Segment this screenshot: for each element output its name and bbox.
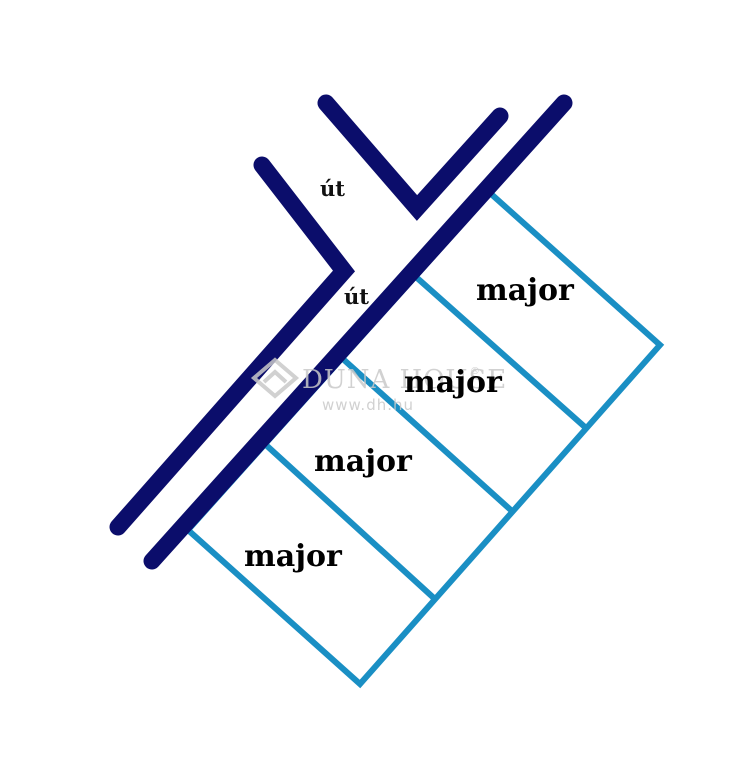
road-main-diagonal <box>143 94 573 570</box>
plot-label-3: major <box>314 444 413 479</box>
diamond-house-logo-icon <box>250 357 300 399</box>
plot-label-4: major <box>244 539 343 574</box>
watermark-brand: DUNA HOUSE <box>302 365 507 395</box>
plot-divider-1 <box>414 274 588 431</box>
road-label-upper: út <box>320 176 345 201</box>
road-v-junction <box>317 94 509 221</box>
diamond-house-inner-icon <box>262 369 288 384</box>
plot-divider-3 <box>263 442 439 603</box>
road-left-bent <box>109 156 356 536</box>
plot-label-2: major <box>404 365 503 400</box>
watermark-url: www.dh.hu <box>322 396 414 414</box>
watermark-registered-mark: ® <box>470 366 481 377</box>
road-label-lower: út <box>344 284 369 309</box>
watermark: DUNA HOUSE ® www.dh.hu <box>250 357 507 414</box>
plot-label-1: major <box>476 273 575 308</box>
plot-divider-2 <box>340 356 516 515</box>
